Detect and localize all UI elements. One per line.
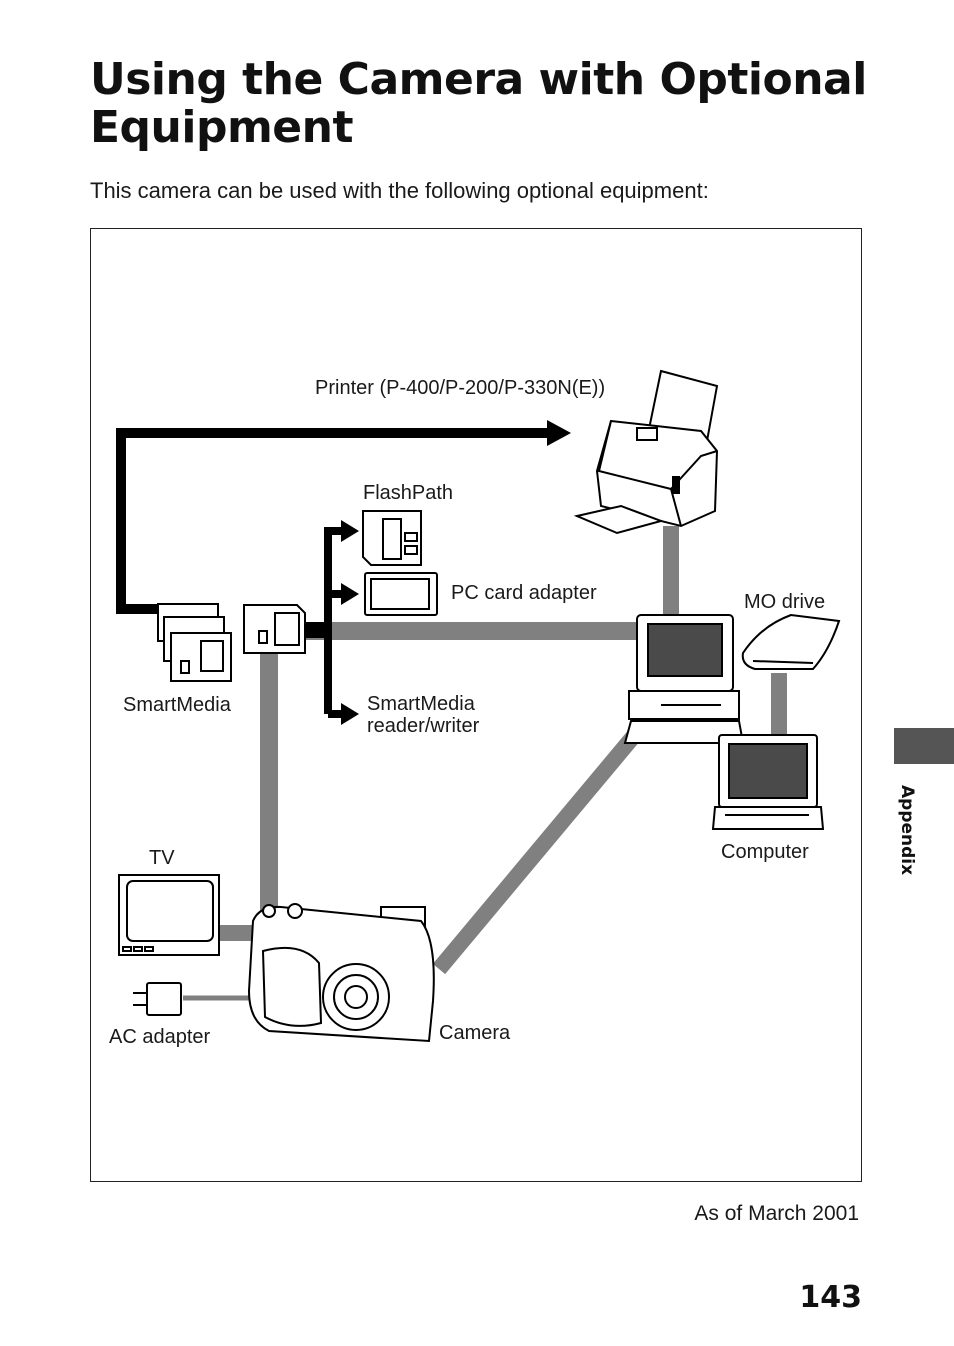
label-smartmedia: SmartMedia <box>123 694 231 716</box>
section-tab-marker <box>894 728 954 764</box>
label-computer: Computer <box>721 841 809 863</box>
label-camera: Camera <box>439 1022 511 1044</box>
mo-drive-icon <box>741 613 841 670</box>
page-number: 143 <box>799 1280 862 1315</box>
connector-lines <box>183 526 787 1001</box>
printer-arrow <box>116 420 571 614</box>
camera-icon <box>247 903 435 1043</box>
tv-icon <box>118 874 220 956</box>
intro-text: This camera can be used with the followi… <box>90 178 709 203</box>
label-flashpath: FlashPath <box>363 482 454 504</box>
label-pc-card-adapter: PC card adapter <box>451 582 597 604</box>
smartmedia-cards-icon <box>157 603 306 682</box>
label-ac-adapter: AC adapter <box>109 1026 211 1048</box>
desktop-computer-icon <box>623 614 745 744</box>
printer-icon <box>573 369 719 535</box>
ac-adapter-icon <box>133 982 182 1016</box>
page-title: Using the Camera with Optional Equipment <box>90 54 867 153</box>
laptop-computer-icon <box>711 734 825 830</box>
label-printer: Printer (P-400/P-200/P-330N(E)) <box>315 377 606 399</box>
section-tab-label: Appendix <box>897 785 917 876</box>
label-reader-writer-2: reader/writer <box>367 715 480 737</box>
as-of-note: As of March 2001 <box>694 1202 859 1225</box>
label-reader-writer-1: SmartMedia <box>367 693 475 715</box>
diagram-graphic <box>116 369 841 1043</box>
label-tv: TV <box>149 847 175 869</box>
label-mo-drive: MO drive <box>744 591 826 613</box>
pc-card-adapter-icon <box>364 572 438 616</box>
card-branch-arrows <box>303 520 359 725</box>
equipment-diagram: Printer (P-400/P-200/P-330N(E)) FlashPat… <box>90 228 862 1182</box>
flashpath-icon <box>362 510 422 566</box>
